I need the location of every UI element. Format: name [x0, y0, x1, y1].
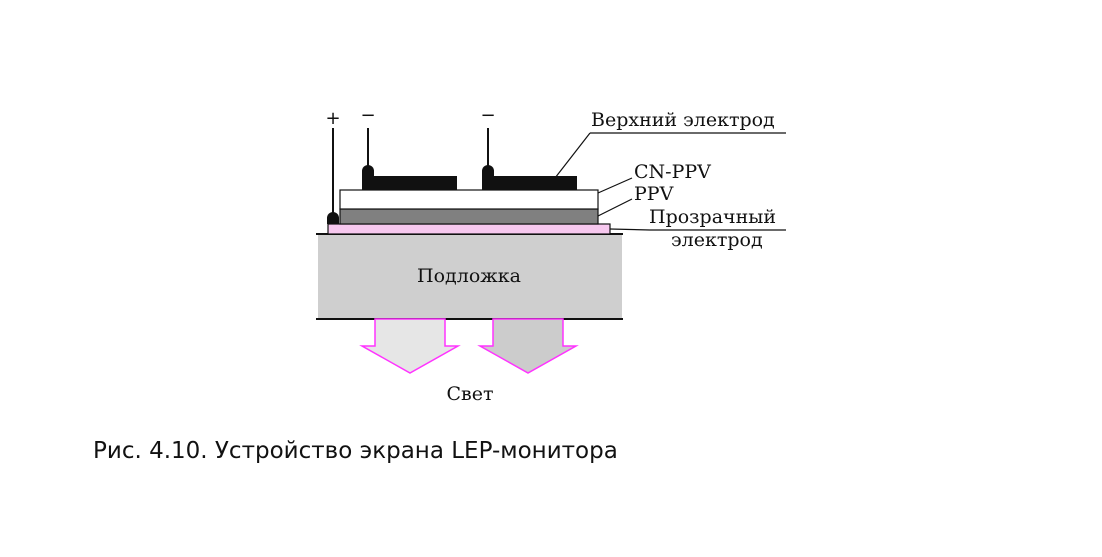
cathode-contact-right: [482, 128, 494, 178]
light-arrow-left: [359, 318, 461, 374]
substrate-label: Подложка: [417, 265, 521, 287]
light-label: Свет: [447, 383, 494, 405]
light-arrow-right: [477, 318, 579, 374]
figure-caption: Рис. 4.10. Устройство экрана LEP-монитор…: [93, 438, 618, 464]
ppv-leader: [597, 198, 633, 217]
plus-sign: +: [325, 108, 340, 129]
top-electrode-left: [362, 176, 457, 190]
cn-ppv-label: CN-PPV: [634, 161, 711, 183]
transparent-electrode-layer: [327, 223, 611, 235]
top-electrode-label: Верхний электрод: [591, 109, 775, 131]
ppv-layer: [339, 208, 599, 225]
cn-ppv-leader: [597, 177, 633, 194]
cathode-contact-left: [362, 128, 374, 178]
top-electrode-leader: [554, 132, 786, 179]
transparent-electrode-label-line1: Прозрачный: [649, 206, 776, 228]
minus-sign-right: −: [480, 105, 495, 126]
cn-ppv-layer: [339, 189, 599, 210]
anode-contact: [327, 128, 339, 224]
minus-sign-left: −: [360, 105, 375, 126]
transparent-electrode-label-line2: электрод: [671, 229, 763, 251]
top-electrode-right: [482, 176, 577, 190]
ppv-label: PPV: [634, 183, 674, 205]
transparent-electrode-leader: [609, 228, 786, 231]
substrate-layer: [318, 234, 622, 319]
